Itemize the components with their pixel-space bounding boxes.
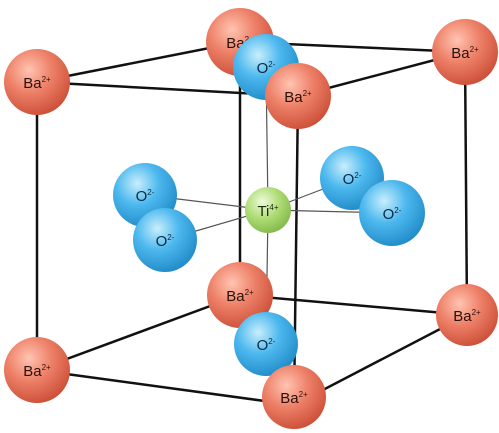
edge-back-bottom <box>239 293 468 317</box>
oxygen-bottom: O2- <box>234 312 298 376</box>
svg-text:Ba2+: Ba2+ <box>23 363 51 380</box>
svg-text:O2-: O2- <box>156 233 175 250</box>
svg-text:O2-: O2- <box>136 188 155 205</box>
barium-back-bottom-left: Ba2+ <box>207 262 273 328</box>
edge-front-right <box>292 95 300 406</box>
barium-back-top-right: Ba2+ <box>432 19 498 85</box>
svg-text:O2-: O2- <box>257 60 276 77</box>
svg-text:Ba2+: Ba2+ <box>280 390 308 407</box>
svg-text:Ba2+: Ba2+ <box>23 75 51 92</box>
edge-connect-bl <box>36 293 241 372</box>
titanium-center: Ti4+ <box>245 187 291 233</box>
barium-front-top-right: Ba2+ <box>265 63 331 129</box>
barium-back-bottom-right: Ba2+ <box>436 284 498 346</box>
edge-connect-tl <box>36 40 241 84</box>
svg-text:Ti4+: Ti4+ <box>257 203 278 220</box>
svg-text:O2-: O2- <box>257 337 276 354</box>
svg-text:Ba2+: Ba2+ <box>453 308 481 325</box>
barium-front-bottom-right: Ba2+ <box>262 365 326 429</box>
svg-text:Ba2+: Ba2+ <box>226 288 254 305</box>
svg-text:Ba2+: Ba2+ <box>284 89 312 106</box>
edge-back-right <box>463 51 469 316</box>
oxygen-lower-left: O2- <box>133 208 197 272</box>
barium-front-bottom-left: Ba2+ <box>4 337 70 403</box>
edge-front-bottom <box>36 368 295 407</box>
barium-front-top-left: Ba2+ <box>4 49 70 115</box>
svg-text:O2-: O2- <box>383 206 402 223</box>
svg-text:O2-: O2- <box>343 171 362 188</box>
oxygen-lower-right: O2- <box>359 180 425 246</box>
svg-text:Ba2+: Ba2+ <box>451 45 479 62</box>
